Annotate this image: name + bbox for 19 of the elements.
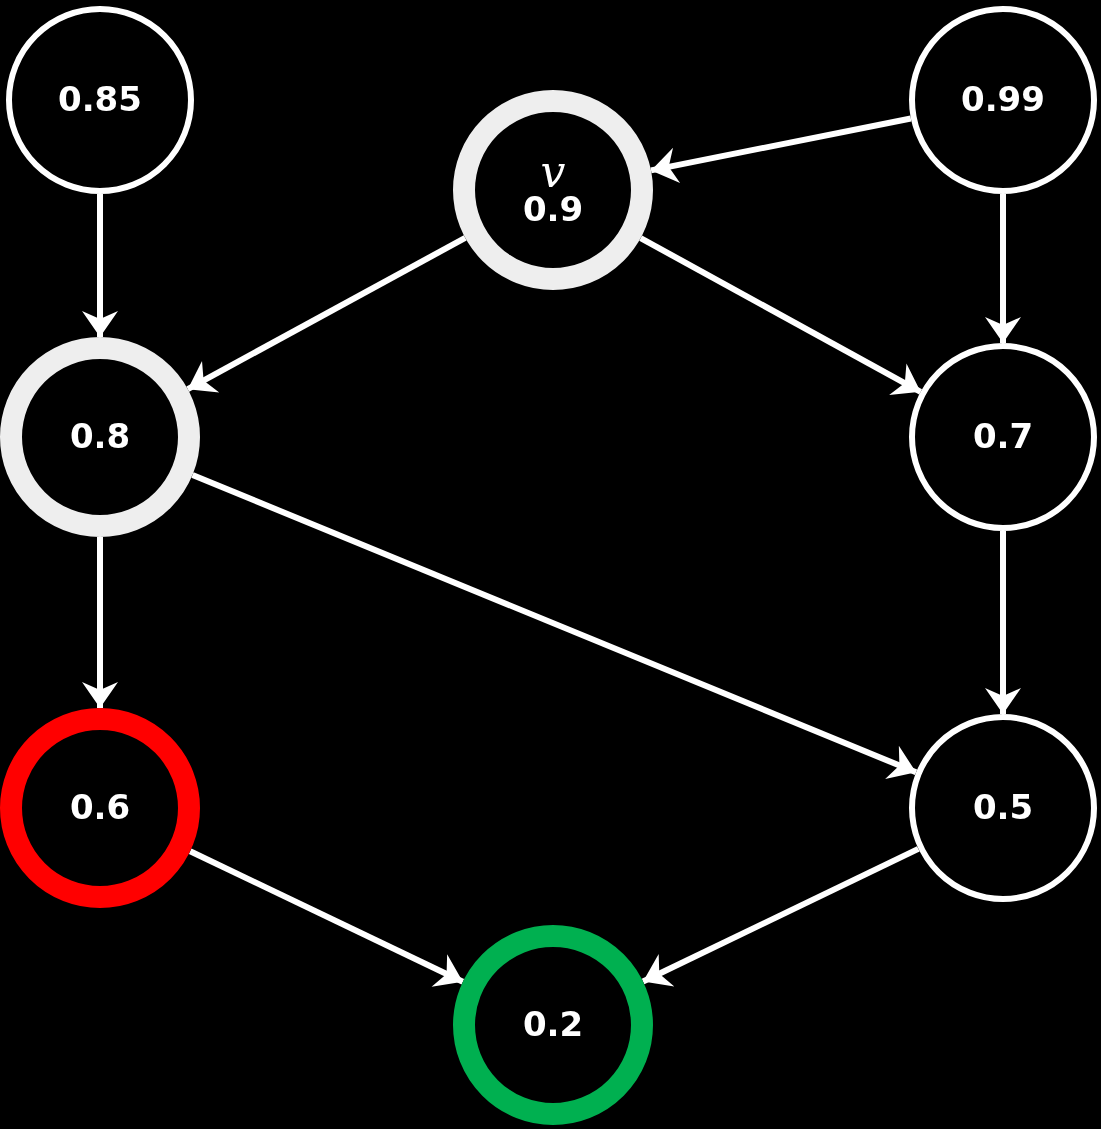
arrow	[650, 115, 912, 183]
value-label: 0.7	[972, 418, 1034, 456]
value-label: 0.5	[972, 789, 1034, 827]
arrow	[191, 472, 918, 780]
value-label: 0.6	[69, 789, 131, 827]
arrow	[985, 531, 1021, 714]
variable-label: v	[540, 151, 566, 192]
value-label: 0.8	[69, 418, 131, 456]
arrow	[639, 235, 923, 396]
value-label: 0.9	[522, 191, 584, 229]
arrow	[985, 194, 1021, 343]
arrow	[641, 846, 920, 987]
value-label: 0.85	[58, 81, 142, 119]
value-label: 0.99	[961, 81, 1045, 119]
value-label: 0.2	[522, 1006, 584, 1044]
arrow	[186, 235, 467, 393]
arrow	[82, 194, 118, 337]
arrow	[82, 537, 118, 708]
arrow	[188, 848, 465, 987]
